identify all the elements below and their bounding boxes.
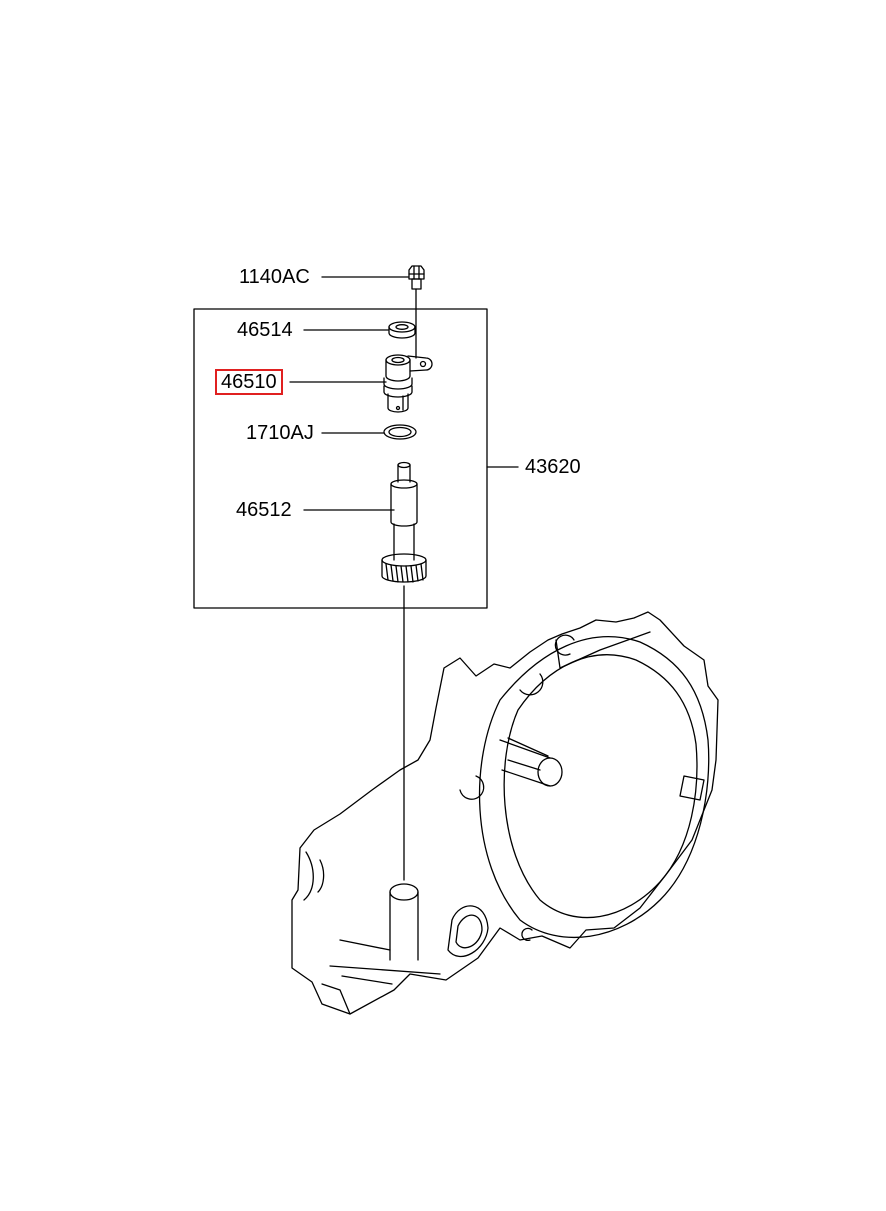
bolt-icon [408, 265, 425, 290]
label-sensor[interactable]: 46510 [215, 369, 283, 395]
label-assembly[interactable]: 43620 [525, 456, 581, 478]
assembly-box [193, 308, 488, 609]
label-oring-large[interactable]: 1710AJ [246, 422, 314, 444]
transmission-case-icon [291, 611, 719, 1015]
label-bolt[interactable]: 1140AC [239, 266, 310, 288]
gear-shaft-icon [381, 461, 427, 583]
oring-large-icon [383, 424, 417, 440]
oring-small-icon [388, 321, 416, 339]
label-oring-small[interactable]: 46514 [237, 319, 293, 341]
label-gear-shaft[interactable]: 46512 [236, 499, 292, 521]
speed-sensor-icon [383, 354, 433, 413]
